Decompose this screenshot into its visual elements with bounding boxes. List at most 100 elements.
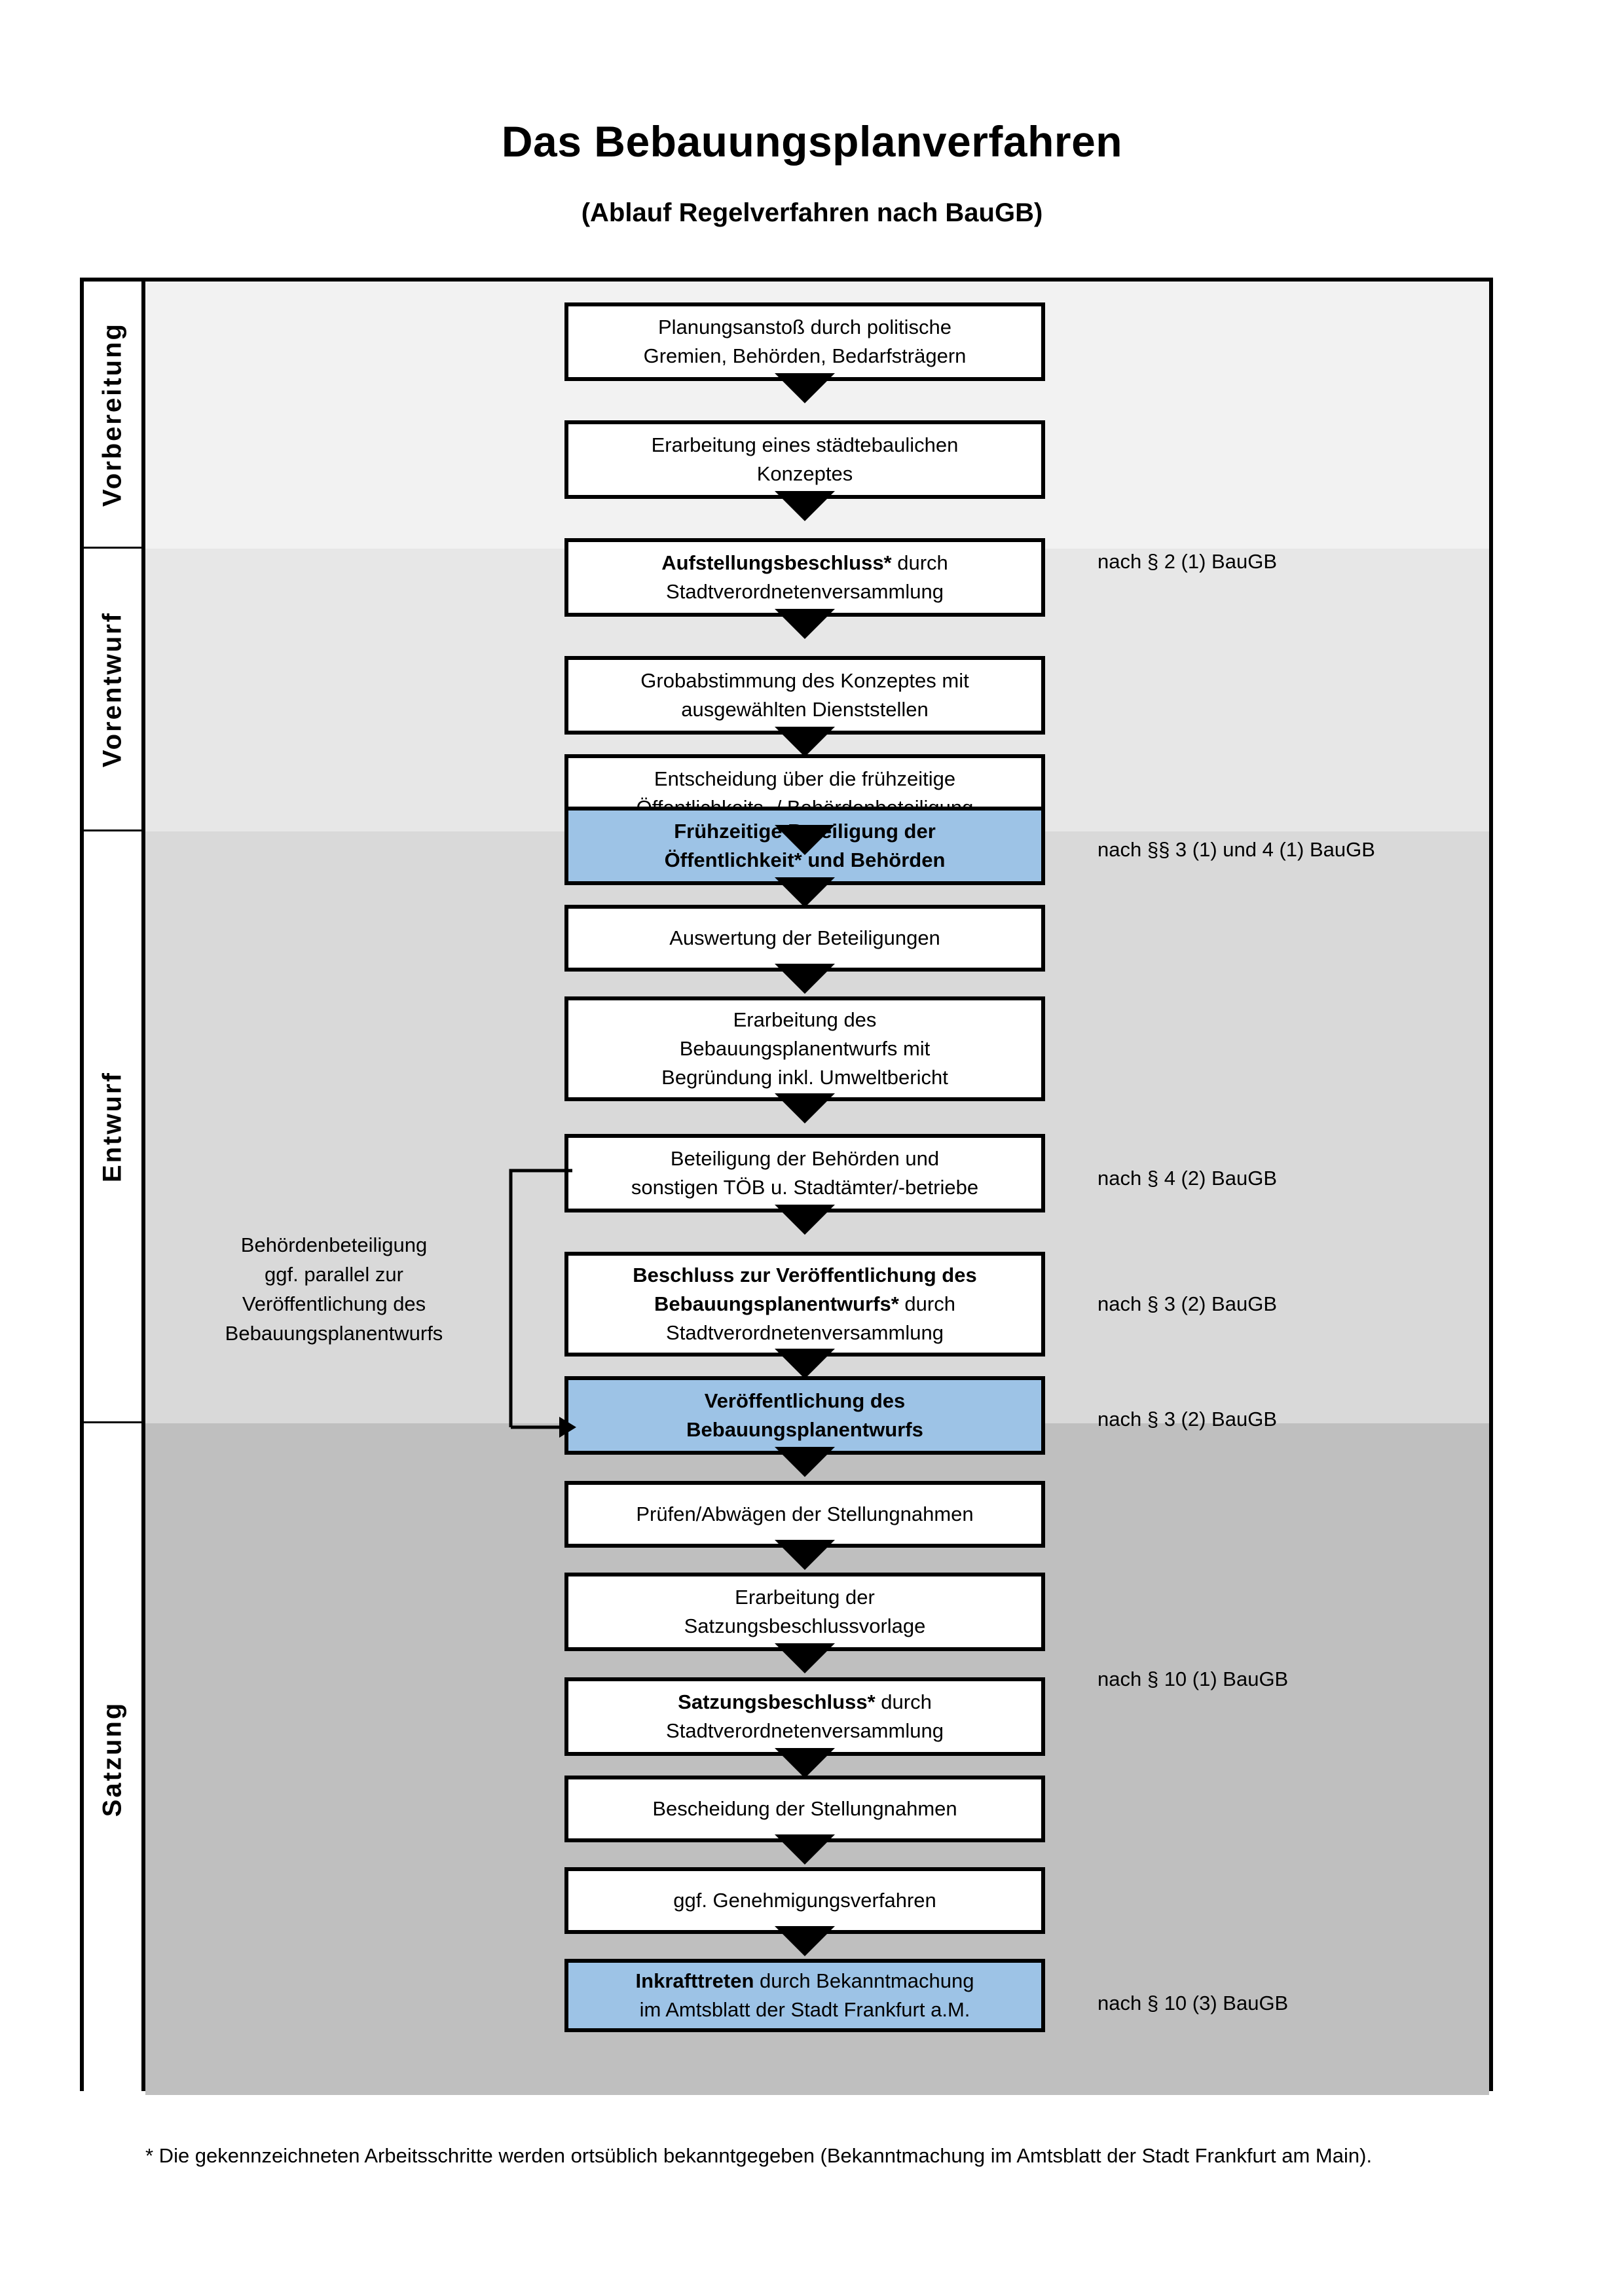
title-block: Das Bebauungsplanverfahren (Ablauf Regel… <box>0 118 1624 227</box>
flow-step-line: Stadtverordnetenversammlung <box>666 1719 944 1742</box>
parallel-branch-connector <box>504 1165 576 1447</box>
flow-step-line: Begründung inkl. Umweltbericht <box>661 1066 948 1089</box>
flow-step-line: Stadtverordnetenversammlung <box>666 1321 944 1345</box>
legal-reference-note-par10-1: nach § 10 (1) BauGB <box>1098 1667 1289 1690</box>
legal-reference-note-par2-1: nach § 2 (1) BauGB <box>1098 550 1277 573</box>
arrow-down-icon <box>775 825 835 855</box>
arrow-down-icon <box>775 1540 835 1570</box>
page-subtitle: (Ablauf Regelverfahren nach BauGB) <box>581 198 1043 227</box>
flow-step-line: Bebauungsplanentwurfs <box>686 1418 923 1441</box>
flow-step-line: Stadtverordnetenversammlung <box>666 580 944 603</box>
phase-label-text: Vorentwurf <box>98 611 127 767</box>
flow-step-line: Beschluss zur Veröffentlichung des <box>633 1263 977 1286</box>
flow-step-beteiligung-behoerden-toeb: Beteiligung der Behörden und sonstigen TÖ… <box>564 1134 1045 1235</box>
arrow-down-icon <box>775 1643 835 1673</box>
flow-step-line: Konzeptes <box>756 462 853 485</box>
flow-step-genehmigungsverfahren: ggf. Genehmigungsverfahren <box>564 1867 1045 1956</box>
flow-step-line: Erarbeitung der <box>735 1585 875 1609</box>
legal-reference-note-par3-4-1: nach §§ 3 (1) und 4 (1) BauGB <box>1098 838 1375 861</box>
flow-step-inkrafttreten: Inkrafttreten durch Bekanntmachung im Amt… <box>564 1959 1045 2032</box>
arrow-down-icon <box>775 877 835 907</box>
legal-reference-note-par10-3: nach § 10 (3) BauGB <box>1098 1992 1289 2014</box>
flow-step-line: Aufstellungsbeschluss* durch <box>661 551 948 574</box>
parallel-branch-note-line: Behördenbeteiligung <box>240 1233 428 1256</box>
flow-step-line: ggf. Genehmigungsverfahren <box>673 1888 936 1912</box>
arrow-down-icon <box>775 964 835 994</box>
phase-label-text: Vorbereitung <box>98 321 127 507</box>
flow-step-line: Gremien, Behörden, Bedarfsträgern <box>643 344 967 367</box>
flow-step-line: Satzungsbeschluss* durch <box>678 1690 932 1713</box>
flow-step-box: ggf. Genehmigungsverfahren <box>564 1867 1045 1934</box>
flow-step-line: Bebauungsplanentwurfs* durch <box>654 1292 955 1315</box>
flow-step-line: Veröffentlichung des <box>704 1389 906 1412</box>
flow-step-bescheidung-stellungnahmen: Bescheidung der Stellungnahmen <box>564 1776 1045 1865</box>
arrow-down-icon <box>775 491 835 521</box>
parallel-branch-note-line: ggf. parallel zur <box>265 1262 403 1286</box>
flow-step-line: ausgewählten Dienststellen <box>681 698 929 721</box>
flow-step-box: Inkrafttreten durch Bekanntmachung im Amt… <box>564 1959 1045 2032</box>
flow-step-line: Entscheidung über die frühzeitige <box>654 767 956 790</box>
phase-label-text: Entwurf <box>98 1070 127 1182</box>
footnote: * Die gekennzeichneten Arbeitsschritte w… <box>145 2144 1373 2167</box>
flow-step-box: Bescheidung der Stellungnahmen <box>564 1776 1045 1842</box>
flow-step-box: Beteiligung der Behörden und sonstigen TÖ… <box>564 1134 1045 1212</box>
arrow-down-icon <box>775 727 835 757</box>
legal-reference-note-par3-2-b: nach § 3 (2) BauGB <box>1098 1408 1277 1430</box>
flow-step-line: Satzungsbeschlussvorlage <box>684 1614 926 1637</box>
parallel-branch-note-line: Veröffentlichung des <box>242 1292 426 1315</box>
arrow-down-icon <box>775 1926 835 1956</box>
flow-step-line: Grobabstimmung des Konzeptes mit <box>640 668 969 692</box>
flow-step-line: Bebauungsplanentwurfs mit <box>679 1037 931 1060</box>
flow-step-line: Erarbeitung eines städtebaulichen <box>651 433 959 456</box>
flow-step-line: Erarbeitung des <box>733 1008 877 1031</box>
flow-step-auswertung-beteiligungen: Auswertung der Beteiligungen <box>564 905 1045 994</box>
arrow-down-icon <box>775 1447 835 1477</box>
flow-step-line: Beteiligung der Behörden und <box>670 1146 940 1170</box>
flow-step-line: sonstigen TÖB u. Stadtämter/-betriebe <box>631 1176 979 1199</box>
flow-step-line: Inkrafttreten durch Bekanntmachung <box>635 1969 974 1992</box>
phase-label-vorbereitung: Vorbereitung <box>84 282 141 549</box>
flow-step-line: im Amtsblatt der Stadt Frankfurt a.M. <box>639 1998 970 2021</box>
arrow-down-icon <box>775 609 835 639</box>
flow-step-line: Prüfen/Abwägen der Stellungnahmen <box>636 1502 974 1525</box>
arrow-down-icon <box>775 373 835 403</box>
flow-step-box: Prüfen/Abwägen der Stellungnahmen <box>564 1481 1045 1548</box>
phase-label-satzung: Satzung <box>84 1423 141 2095</box>
flow-step-grobabstimmung: Grobabstimmung des Konzeptes mit ausgewäh… <box>564 656 1045 757</box>
flow-step-box: Auswertung der Beteiligungen <box>564 905 1045 972</box>
flow-step-box: Grobabstimmung des Konzeptes mit ausgewäh… <box>564 656 1045 735</box>
flow-step-line: Auswertung der Beteiligungen <box>669 926 940 949</box>
flow-step-pruefen-abwaegen: Prüfen/Abwägen der Stellungnahmen <box>564 1481 1045 1570</box>
flow-step-line: Bescheidung der Stellungnahmen <box>652 1796 957 1820</box>
legal-reference-note-par3-2-a: nach § 3 (2) BauGB <box>1098 1292 1277 1315</box>
arrow-down-icon <box>775 1093 835 1123</box>
parallel-branch-note-line: Bebauungsplanentwurfs <box>225 1321 443 1345</box>
phase-label-entwurf: Entwurf <box>84 831 141 1423</box>
arrow-down-icon <box>775 1748 835 1778</box>
phase-label-text: Satzung <box>98 1701 127 1817</box>
arrow-down-icon <box>775 1349 835 1379</box>
legal-reference-note-par4-2: nach § 4 (2) BauGB <box>1098 1167 1277 1190</box>
page-title: Das Bebauungsplanverfahren <box>501 117 1123 166</box>
phase-label-vorentwurf: Vorentwurf <box>84 549 141 831</box>
arrow-down-icon <box>775 1205 835 1235</box>
